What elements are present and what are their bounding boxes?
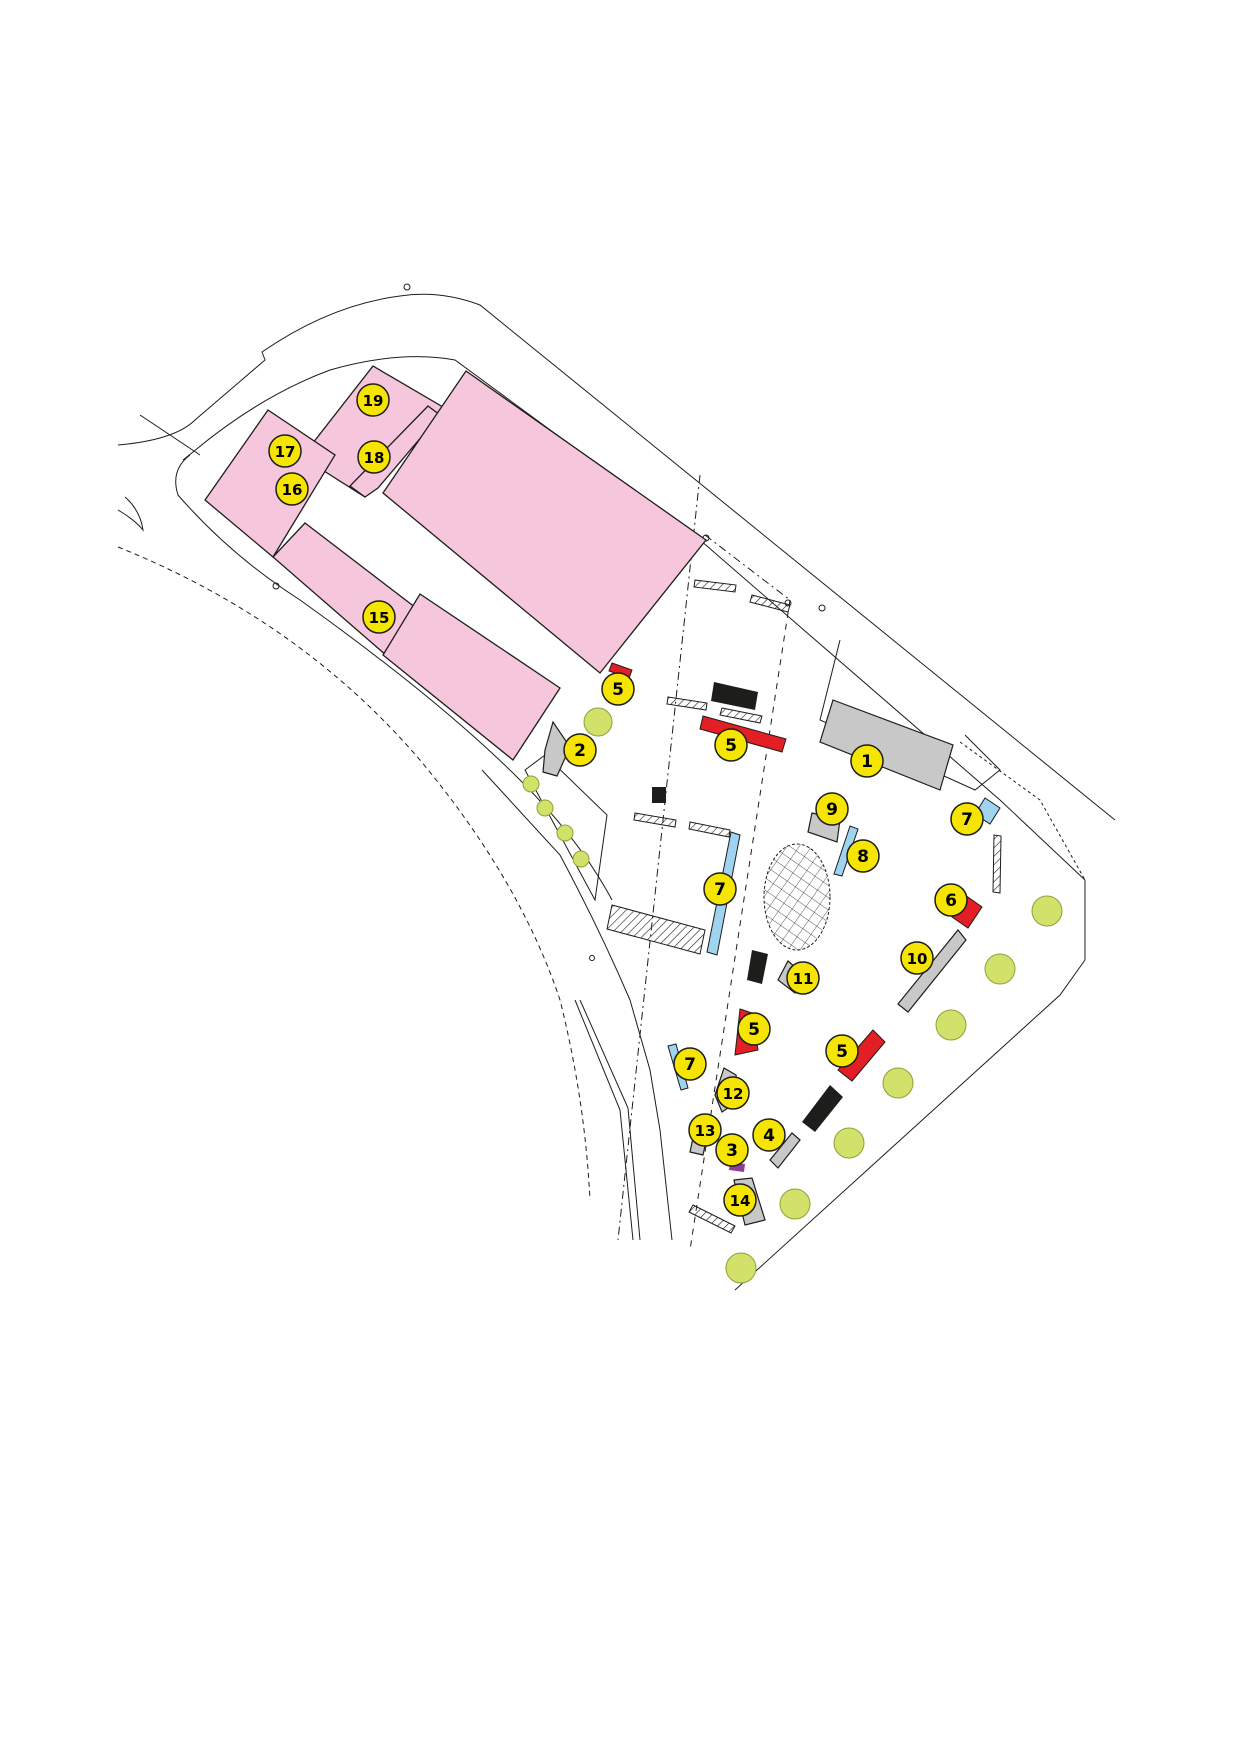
svg-text:14: 14	[730, 1192, 751, 1210]
marker-6: 6	[934, 883, 968, 917]
svg-text:7: 7	[684, 1055, 696, 1075]
building-lower-hall	[382, 593, 561, 761]
marker-19: 19	[356, 383, 390, 417]
marker-12: 12	[716, 1076, 750, 1110]
marker-14: 14	[723, 1183, 757, 1217]
blue-strip-8	[833, 825, 859, 877]
svg-text:11: 11	[793, 970, 814, 988]
marker-5c: 5	[737, 1012, 771, 1046]
marker-1: 1	[850, 744, 884, 778]
marker-7a: 7	[950, 802, 984, 836]
trees	[522, 707, 1063, 1284]
dark-blocks	[652, 682, 843, 1132]
svg-text:13: 13	[695, 1122, 716, 1140]
svg-text:2: 2	[574, 741, 586, 761]
svg-text:5: 5	[836, 1042, 848, 1062]
marker-3: 3	[715, 1133, 749, 1167]
svg-text:1: 1	[861, 752, 873, 772]
svg-text:10: 10	[907, 950, 928, 968]
svg-text:5: 5	[725, 736, 737, 756]
svg-text:19: 19	[363, 392, 384, 410]
svg-text:8: 8	[857, 847, 869, 867]
svg-text:7: 7	[714, 880, 726, 900]
svg-text:7: 7	[961, 810, 973, 830]
marker-5d: 5	[825, 1034, 859, 1068]
building-main-hall	[382, 370, 707, 674]
marker-17: 17	[268, 434, 302, 468]
marker-18: 18	[357, 440, 391, 474]
marker-9: 9	[815, 792, 849, 826]
marker-11: 11	[786, 961, 820, 995]
marker-16: 16	[275, 472, 309, 506]
grid-area	[763, 843, 831, 951]
facility-1	[819, 699, 954, 791]
markers: 1 2 3 4 5 5 5 5 6 7 7 7 8 9 10 11 12 13 …	[268, 383, 984, 1217]
svg-text:5: 5	[748, 1020, 760, 1040]
marker-5a: 5	[601, 672, 635, 706]
svg-text:6: 6	[945, 891, 957, 911]
marker-2: 2	[563, 733, 597, 767]
marker-7c: 7	[673, 1047, 707, 1081]
survey-points	[272, 283, 826, 961]
svg-text:9: 9	[826, 800, 838, 820]
svg-text:5: 5	[612, 680, 624, 700]
facility-4	[769, 1132, 801, 1169]
svg-text:3: 3	[726, 1141, 738, 1161]
buildings	[204, 365, 707, 761]
svg-text:16: 16	[282, 481, 303, 499]
marker-10: 10	[900, 941, 934, 975]
svg-text:12: 12	[723, 1085, 744, 1103]
svg-text:18: 18	[364, 449, 385, 467]
marker-7b: 7	[703, 872, 737, 906]
svg-text:17: 17	[275, 443, 296, 461]
svg-text:4: 4	[763, 1126, 775, 1146]
marker-4: 4	[752, 1118, 786, 1152]
street-lines	[117, 293, 1116, 1291]
svg-text:15: 15	[369, 609, 390, 627]
facility-10	[897, 929, 967, 1013]
marker-13: 13	[688, 1113, 722, 1147]
marker-5b: 5	[714, 728, 748, 762]
marker-15: 15	[362, 600, 396, 634]
hatched-areas	[606, 579, 1002, 1234]
marker-8: 8	[846, 839, 880, 873]
